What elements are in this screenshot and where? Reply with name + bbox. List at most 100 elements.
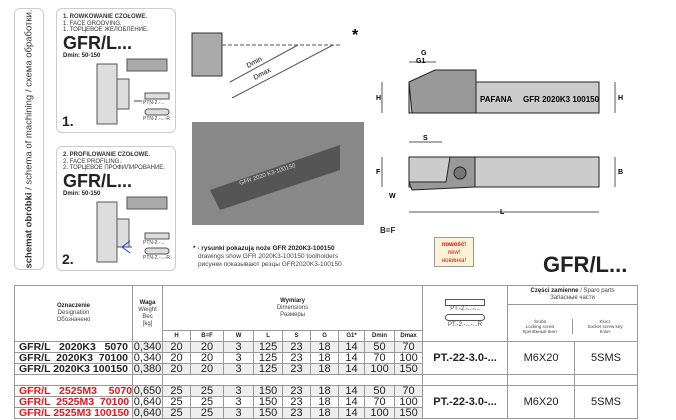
key-cell: 5SMS (574, 385, 639, 419)
dimension-cell: 50 (364, 385, 396, 397)
designation-cell: GFR/L 2020K3 100150 (13, 363, 134, 375)
dimension-cell: 3 (223, 363, 255, 375)
dimension-cell: 25 (162, 396, 192, 408)
technical-drawing: * Dmin Dmax G G1 H H PAFANA GFR 2020K3 1… (191, 27, 623, 225)
dimension-cell: 70 (364, 352, 396, 364)
designation-cell: GFR/L 2020K3 5070 (13, 341, 134, 353)
page-title: GFR/L... (543, 252, 628, 277)
dimension-cell: 25 (190, 407, 225, 419)
dimension-cell: 14 (338, 341, 366, 353)
card-face-profiling: 2. PROFILOWANIE CZOŁOWE. 2. FACE PROFILI… (56, 146, 176, 271)
insert-label: PTN-2.-... (143, 100, 165, 106)
dimension-cell: 14 (338, 407, 366, 419)
card-title-ru: 2. ТОРЦЕВОЕ ПРОФИЛИРОВАНИЕ. (63, 165, 165, 171)
dimension-cell: 3 (223, 352, 255, 364)
weight-cell: 0,650 (132, 385, 164, 397)
bf-label: B=F (380, 226, 396, 235)
h-label-left: H (376, 95, 381, 102)
dimension-cell: 14 (338, 352, 366, 364)
card-title-pl: 2. PROFILOWANIE CZOŁOWE. (63, 152, 150, 158)
dimension-cell: 125 (253, 341, 284, 353)
dimension-cell: 125 (253, 363, 284, 375)
g-label: G (421, 50, 427, 57)
dimension-cell: 18 (310, 363, 340, 375)
dimension-cell: 23 (282, 341, 312, 353)
insert-label-r: PTN-2.-...-R (143, 116, 170, 122)
dimension-cell: 25 (190, 385, 225, 397)
dimension-cell: 100 (394, 352, 424, 364)
dimension-cell: 23 (282, 396, 312, 408)
card-title-ru: 1. ТОРЦЕВОЕ ЖЕЛОБЛЕНИЕ. (63, 27, 149, 33)
dimension-cell: 100 (364, 363, 396, 375)
b-label: B (618, 169, 623, 176)
dimension-cell: 3 (223, 385, 255, 397)
dimension-cell: 70 (394, 385, 424, 397)
h-label-right: H (618, 95, 623, 102)
dimension-cell: 3 (223, 396, 255, 408)
screw-cell: M6X20 (507, 341, 576, 375)
designation-cell: GFR/L 2525M3 100150 (13, 407, 134, 419)
dimension-cell: 20 (190, 341, 225, 353)
dimension-cell: 100 (394, 396, 424, 408)
dimension-cell: 70 (364, 396, 396, 408)
dimension-cell: 25 (162, 385, 192, 397)
dmin-label: Dmin (246, 56, 264, 70)
dimension-cell: 20 (190, 352, 225, 364)
weight-cell: 0,640 (132, 396, 164, 408)
dimension-cell: 25 (190, 396, 225, 408)
tool-marking: GFR 2020K3 100150 (523, 95, 600, 104)
dimension-cell: 150 (394, 363, 424, 375)
card-number: 2. (62, 251, 74, 267)
dimension-cell: 23 (282, 363, 312, 375)
l-label: L (500, 209, 505, 216)
designation-cell: GFR/L 2525M3 70100 (13, 396, 134, 408)
dimension-cell: 14 (338, 396, 366, 408)
drawing-note: * - rysunki pokazują noże GFR 2020K3-100… (193, 245, 342, 268)
dimension-cell: 20 (162, 341, 192, 353)
designation-cell: GFR/L 2020K3 70100 (13, 352, 134, 364)
f-label: F (376, 169, 381, 176)
dimension-cell: 23 (282, 385, 312, 397)
asterisk: * (352, 27, 359, 44)
dimension-cell: 20 (162, 352, 192, 364)
card-title-en: 2. FACE PROFILING. (63, 158, 122, 165)
dimension-cell: 18 (310, 407, 340, 419)
weight-cell: 0,340 (132, 341, 164, 353)
insert-label: PTN-2.-... (143, 240, 165, 246)
dimension-cell: 150 (253, 407, 284, 419)
dimension-cell: 14 (338, 385, 366, 397)
card-number: 1. (62, 113, 74, 129)
dimension-cell: 3 (223, 341, 255, 353)
dimension-cell: 100 (364, 407, 396, 419)
card-dmin: Dmin: 50-150 (63, 190, 101, 197)
dimension-cell: 150 (253, 396, 284, 408)
dimension-cell: 23 (282, 407, 312, 419)
card-code: GFR/L... (63, 170, 132, 191)
weight-cell: 0,340 (132, 352, 164, 364)
card-code: GFR/L... (63, 32, 132, 53)
key-cell: 5SMS (574, 341, 639, 375)
dimension-cell: 150 (253, 385, 284, 397)
dimension-cell: 70 (394, 341, 424, 353)
weight-cell: 0,380 (132, 363, 164, 375)
dimension-cell: 150 (394, 407, 424, 419)
w-label: W (389, 193, 396, 200)
dimension-cell: 20 (190, 363, 225, 375)
insert-label-r: PTN-2.-...-R (143, 255, 170, 261)
dimension-cell: 18 (310, 352, 340, 364)
dimension-cell: 23 (282, 352, 312, 364)
machining-schema-label: schemat obróbki / schema of machining / … (14, 8, 44, 270)
dmax-label: Dmax (253, 67, 273, 82)
dimension-cell: 25 (162, 407, 192, 419)
g1-label: G1 (416, 58, 425, 65)
card-title-pl: 1. ROWKOWANIE CZOŁOWE. (63, 14, 147, 20)
